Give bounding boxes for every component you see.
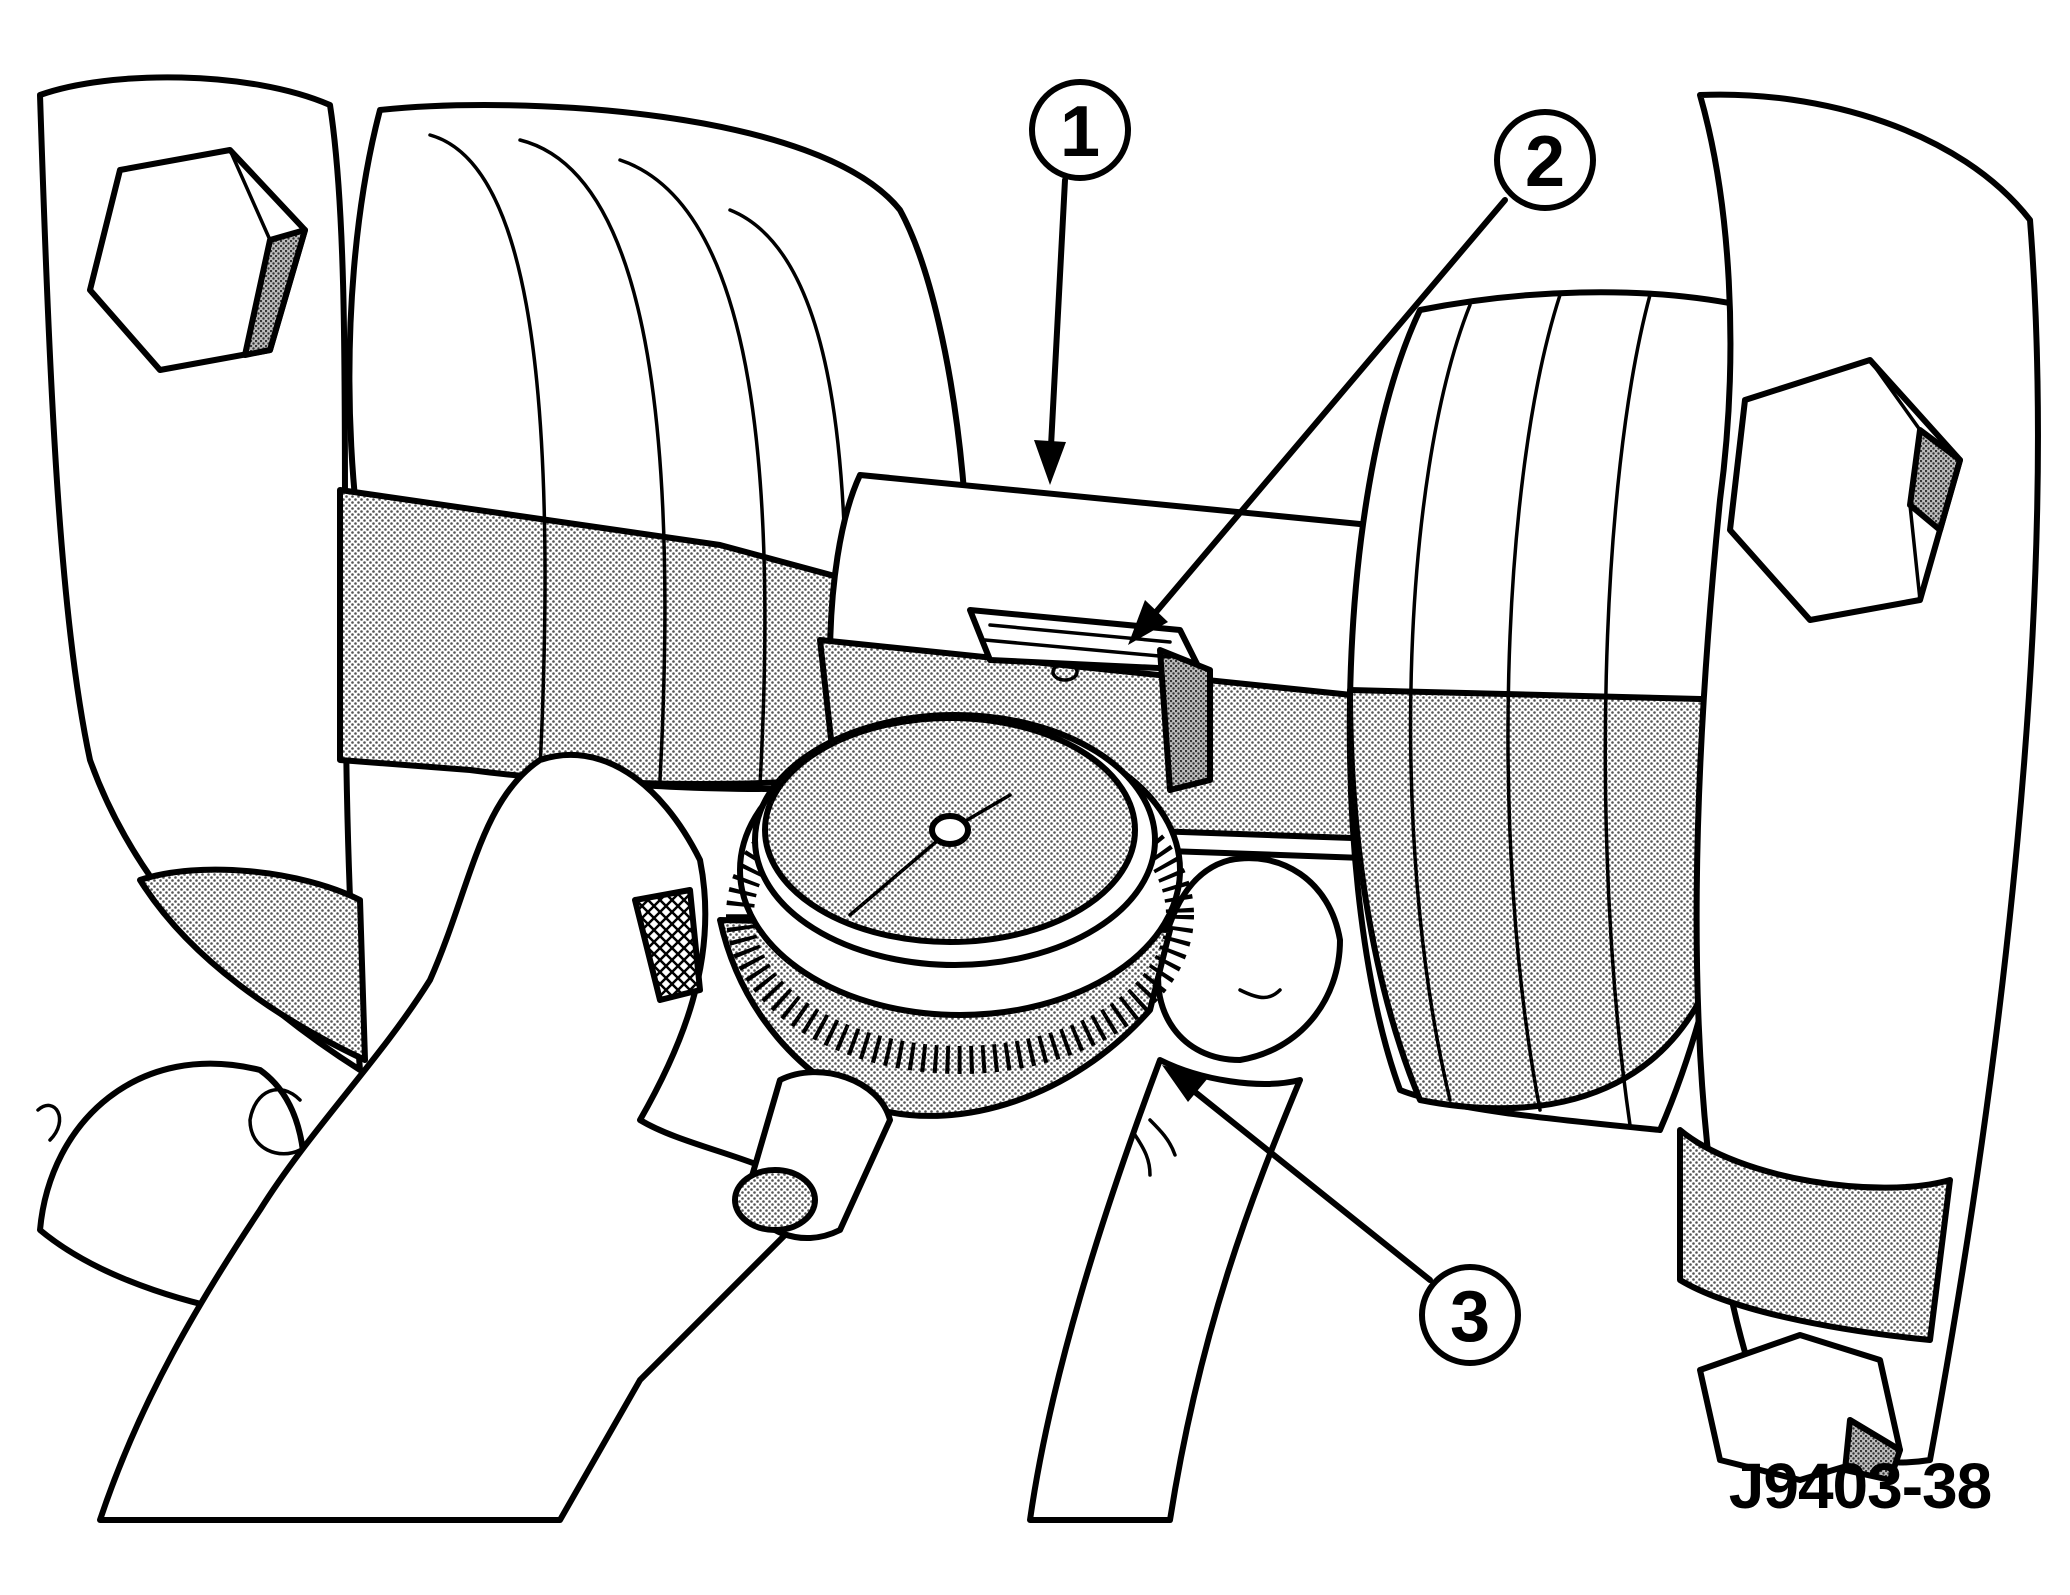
bolt-head-lower-right-icon bbox=[1697, 1332, 1903, 1483]
callout-2: 2 bbox=[1128, 109, 1596, 645]
callout-1: 1 bbox=[1029, 79, 1131, 485]
dial-indicator bbox=[632, 712, 1194, 1241]
dial-indicator-mount bbox=[967, 607, 1213, 793]
callout-3-label: 3 bbox=[1450, 1277, 1490, 1357]
hand bbox=[97, 752, 1343, 1523]
right-counterweight bbox=[1677, 91, 2041, 1466]
left-crank-web bbox=[337, 102, 972, 792]
bolt-head-right-icon bbox=[1727, 357, 1963, 623]
bolt-head-upper-left-icon bbox=[87, 147, 308, 373]
callout-3: 3 bbox=[1162, 1065, 1521, 1366]
right-crank-web bbox=[1346, 289, 1758, 1133]
figure-id: J9403-38 bbox=[1729, 1450, 1991, 1522]
callout-1-label: 1 bbox=[1060, 92, 1100, 172]
callout-2-label: 2 bbox=[1525, 122, 1565, 202]
